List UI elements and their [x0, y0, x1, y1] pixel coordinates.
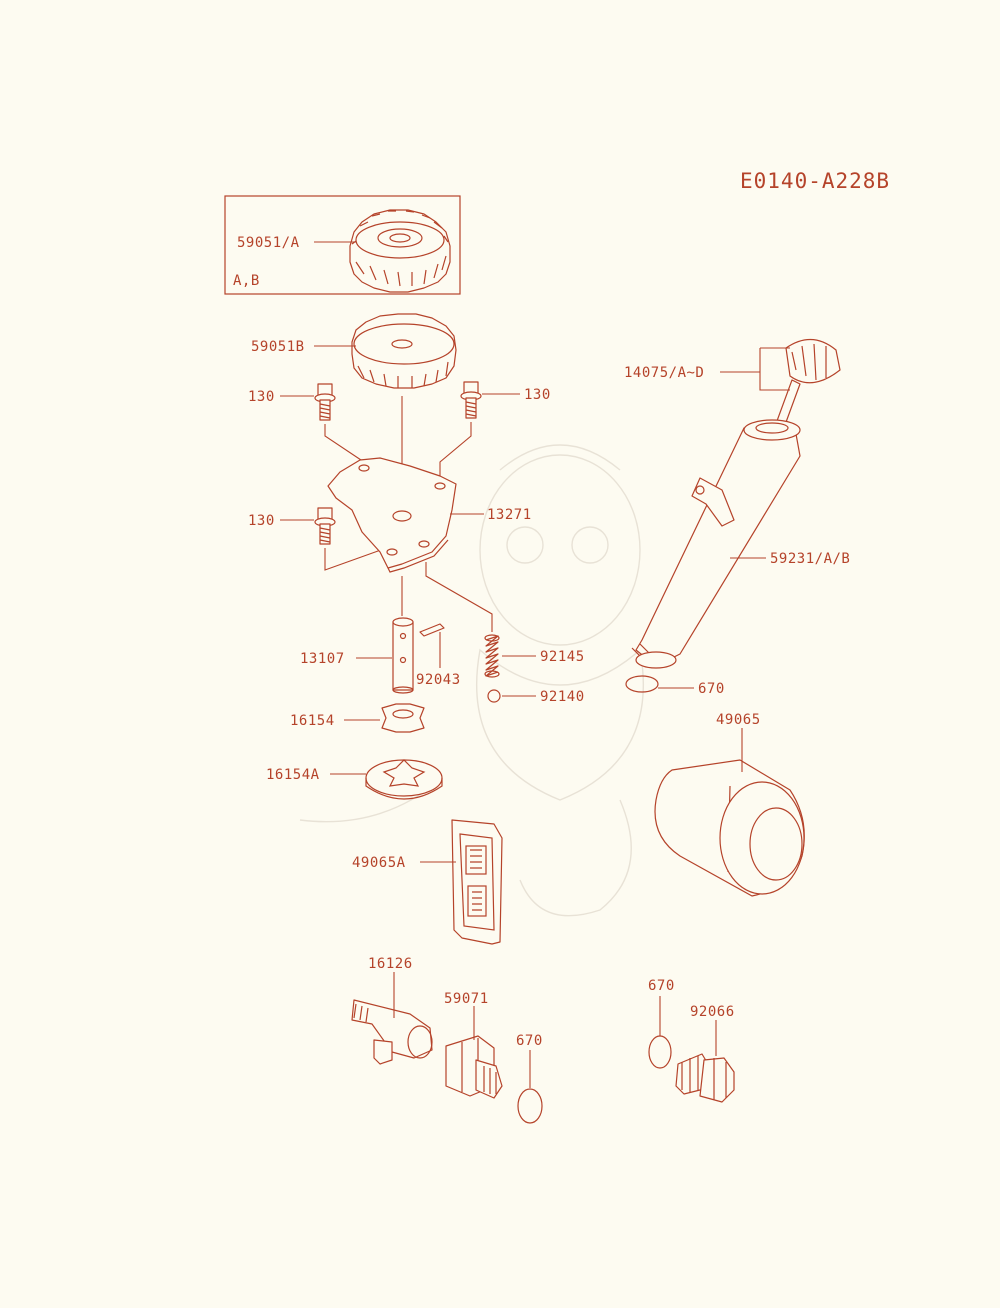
spring-92145[interactable]: 92145 [484, 634, 585, 678]
bolt-130-right[interactable]: 130 [460, 381, 551, 419]
diagram-code: E0140-A228B [740, 169, 890, 193]
oil-filter-49065[interactable]: 49065 [654, 712, 805, 897]
bolt-130-lower[interactable]: 130 [248, 507, 336, 545]
oring-670-adapter[interactable]: 670 [516, 1033, 543, 1124]
label-16126: 16126 [368, 956, 413, 972]
fitting-16126[interactable]: 16126 [351, 956, 433, 1065]
label-130-lower: 130 [248, 513, 275, 529]
drain-plug-92066[interactable]: 92066 [675, 1004, 735, 1103]
tube-59231[interactable]: 59231/A/B [631, 419, 850, 669]
shaft-13107[interactable]: 13107 [300, 617, 414, 694]
label-13271: 13271 [487, 507, 532, 523]
label-49065a: 49065A [352, 855, 406, 871]
screen-49065a[interactable]: 49065A [352, 819, 503, 945]
oring-670-tube[interactable]: 670 [625, 675, 725, 697]
label-130-left: 130 [248, 389, 275, 405]
label-92145: 92145 [540, 649, 585, 665]
adapter-59071[interactable]: 59071 [444, 991, 503, 1099]
label-130-right: 130 [524, 387, 551, 403]
dipstick-14075[interactable]: 14075/A~D [624, 338, 841, 445]
label-49065: 49065 [716, 712, 761, 728]
label-670-plug: 670 [648, 978, 675, 994]
label-13107: 13107 [300, 651, 345, 667]
label-92043: 92043 [416, 672, 461, 688]
label-59231: 59231/A/B [770, 551, 850, 567]
label-670-tube: 670 [698, 681, 725, 697]
label-670-adapter: 670 [516, 1033, 543, 1049]
gear-59051b[interactable]: 59051B [251, 313, 457, 389]
label-16154a: 16154A [266, 767, 320, 783]
label-59051a: 59051/A [237, 235, 300, 251]
rotor-outer-16154a[interactable]: 16154A [266, 759, 443, 800]
pin-92043[interactable]: 92043 [416, 623, 461, 688]
label-92066: 92066 [690, 1004, 735, 1020]
label-14075: 14075/A~D [624, 365, 704, 381]
rotor-inner-16154[interactable]: 16154 [290, 703, 425, 733]
label-59051b: 59051B [251, 339, 305, 355]
oring-670-plug[interactable]: 670 [648, 978, 675, 1069]
kit-note: A,B [233, 273, 260, 289]
kit-box: A,B [224, 195, 461, 295]
label-92140: 92140 [540, 689, 585, 705]
label-16154: 16154 [290, 713, 335, 729]
bolt-130-left[interactable]: 130 [248, 383, 336, 421]
pump-cover-13271[interactable]: 13271 [327, 457, 532, 573]
gear-59051a[interactable]: 59051/A [237, 209, 451, 293]
label-59071: 59071 [444, 991, 489, 1007]
ball-92140[interactable]: 92140 [487, 689, 585, 705]
